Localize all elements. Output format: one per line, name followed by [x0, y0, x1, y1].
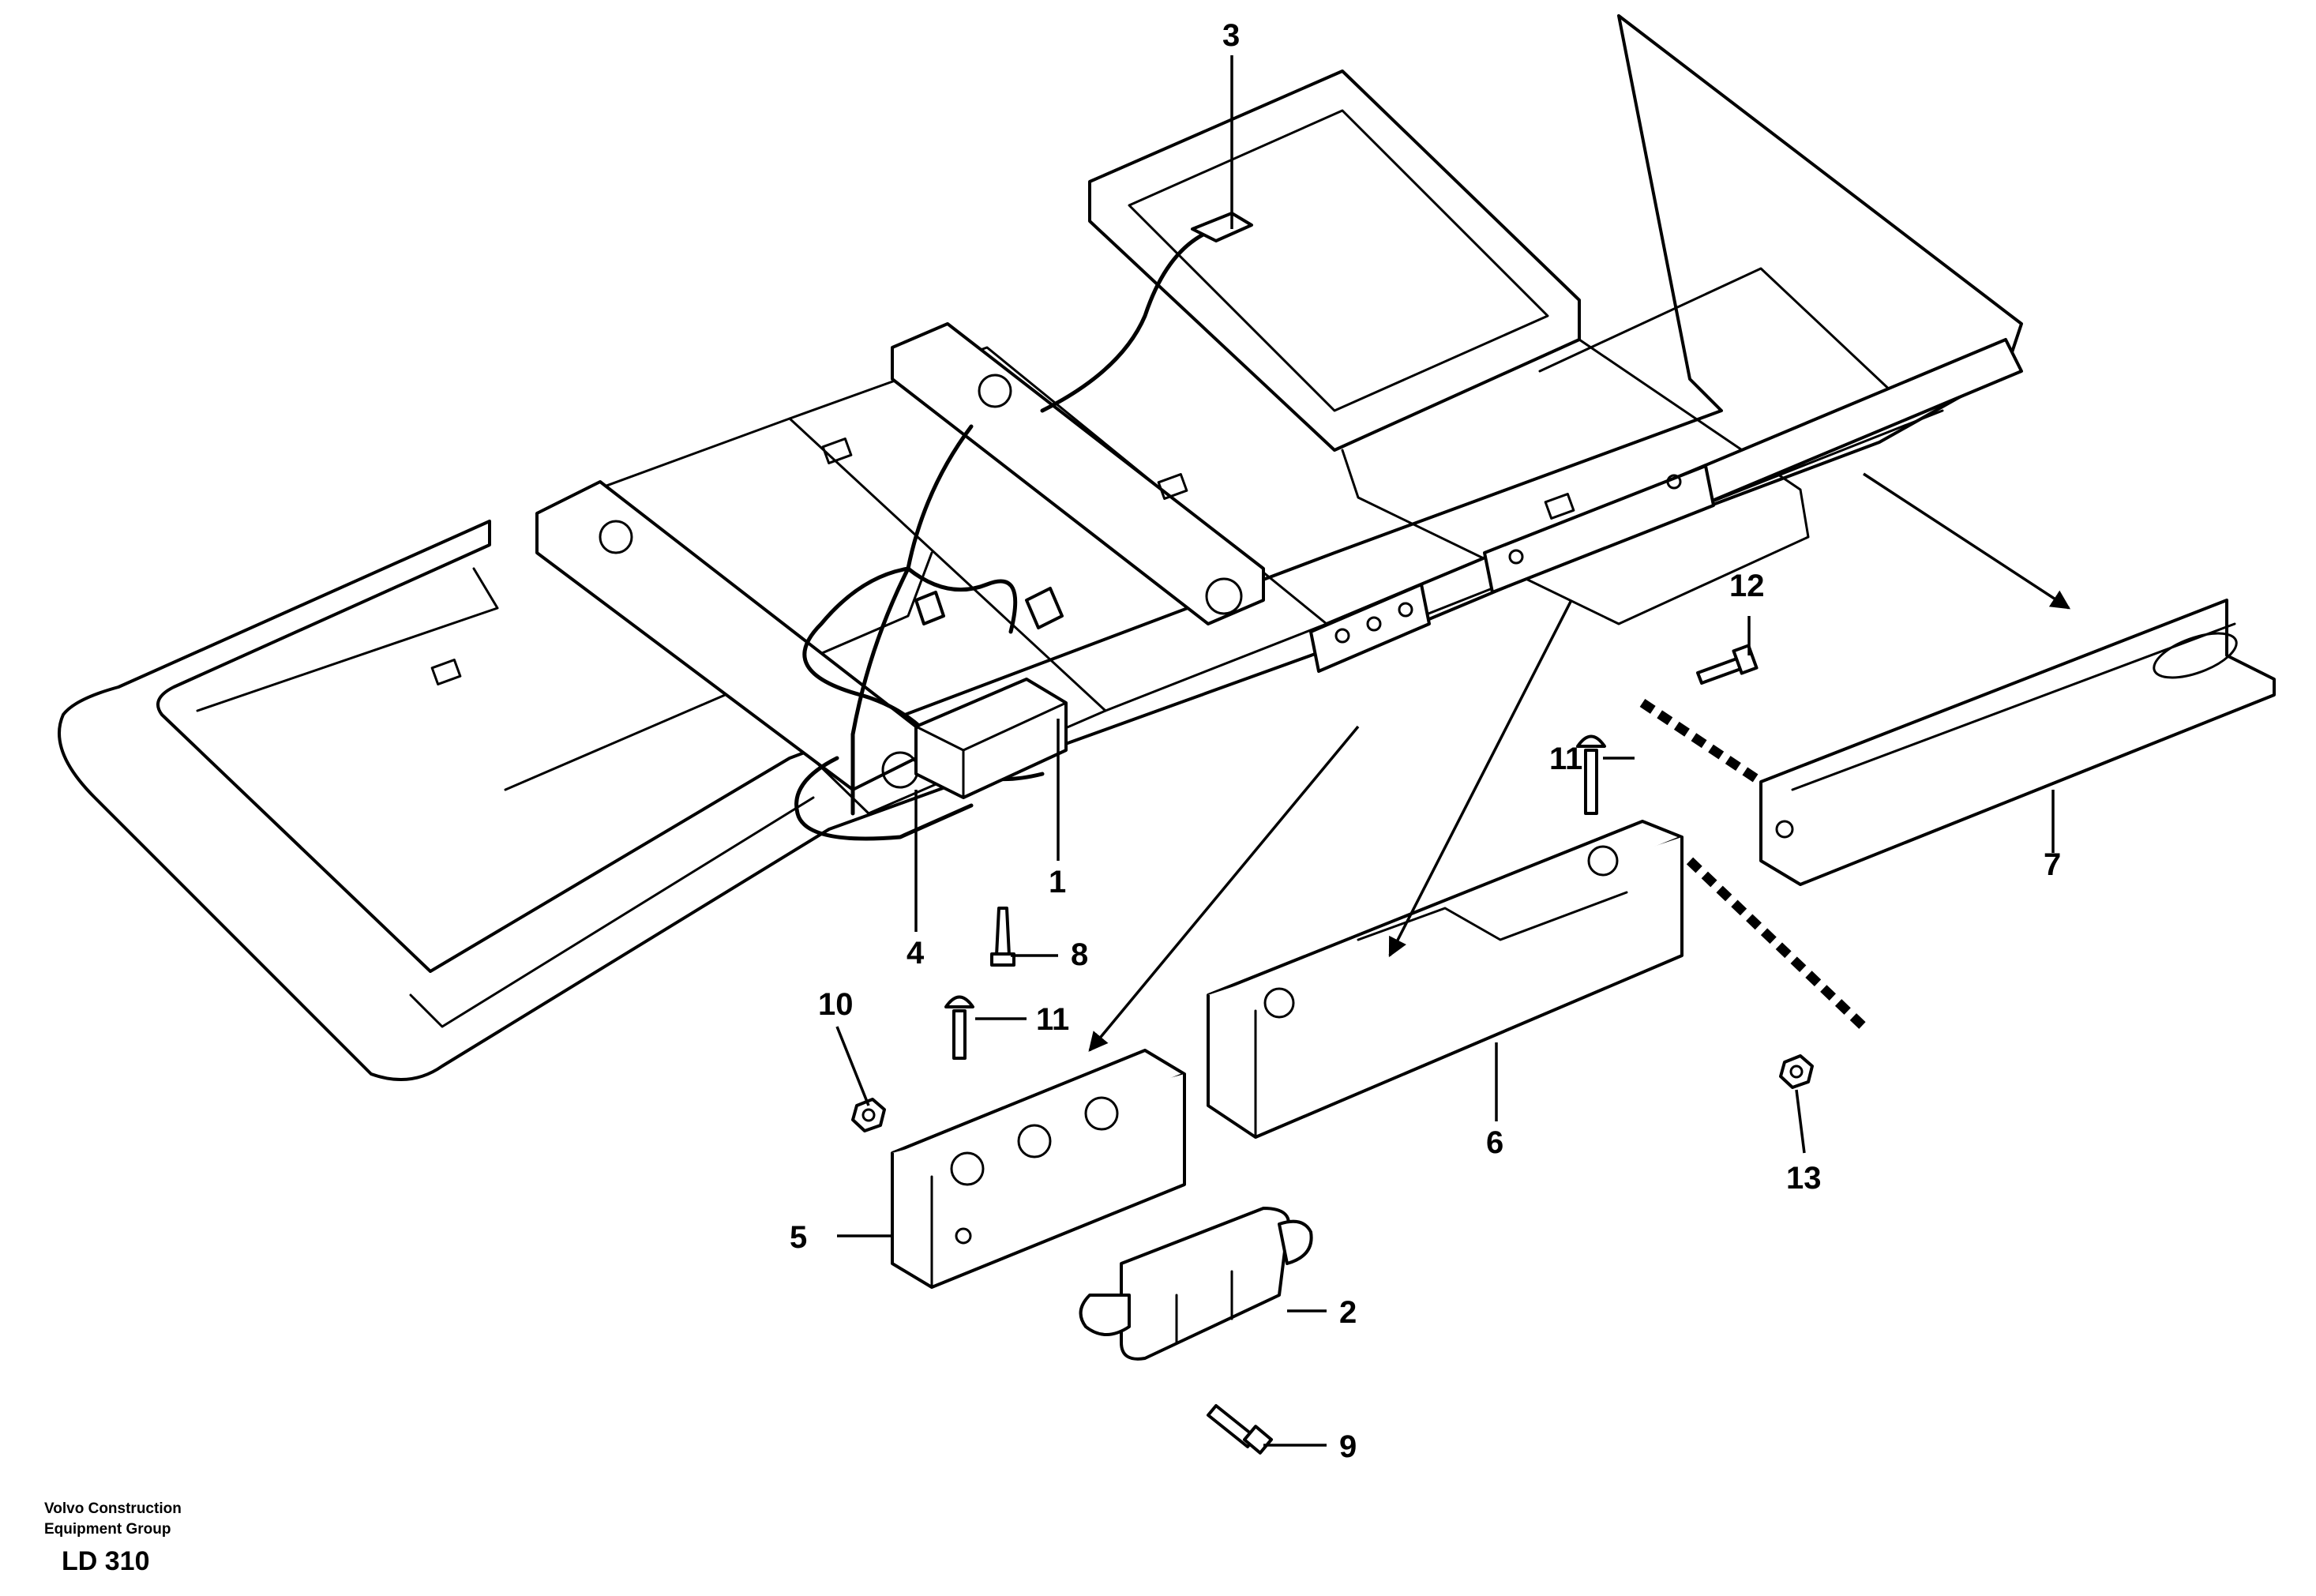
callout-2: 2 — [1339, 1295, 1357, 1330]
main-frame — [58, 14, 2023, 1082]
bolt-9 — [1207, 1404, 1257, 1448]
callout-labels: 3 1 4 8 10 11 5 2 9 6 11 12 7 13 — [790, 18, 2061, 1464]
drawing-code: LD 310 — [62, 1546, 150, 1576]
callout-6: 6 — [1486, 1125, 1503, 1160]
part-7-bracket — [1759, 599, 2276, 886]
wiring-harness — [794, 212, 1253, 841]
assembly-path-lines — [1639, 699, 1867, 1031]
callout-12: 12 — [1729, 569, 1765, 603]
nut-10 — [851, 1098, 886, 1132]
callout-13: 13 — [1786, 1161, 1822, 1196]
part-6-angle-bracket — [1207, 820, 1684, 1139]
bolt-8-head — [990, 952, 1015, 967]
callout-5: 5 — [790, 1220, 807, 1255]
callout-11-left: 11 — [1036, 1002, 1069, 1037]
bolt-11-left — [952, 1009, 967, 1060]
callout-8: 8 — [1071, 937, 1088, 972]
callout-1: 1 — [1049, 865, 1066, 899]
company-name-line-2: Equipment Group — [44, 1521, 171, 1538]
callout-3: 3 — [1222, 18, 1240, 53]
part-5-angle-bracket — [891, 1049, 1186, 1289]
bolt-11-right — [1584, 749, 1598, 815]
bolt-8 — [995, 907, 1011, 957]
callout-11-right: 11 — [1549, 742, 1582, 776]
fasteners — [851, 644, 1814, 1455]
callout-4: 4 — [907, 936, 925, 971]
callout-7: 7 — [2044, 847, 2061, 882]
frame-mounted-component — [914, 678, 1068, 799]
callout-9: 9 — [1339, 1429, 1357, 1464]
nut-13 — [1779, 1054, 1814, 1089]
part-2-connector-unit — [1079, 1207, 1313, 1361]
leader-lines — [835, 55, 2071, 1447]
callout-10: 10 — [818, 987, 854, 1022]
company-name-line-1: Volvo Construction — [44, 1500, 182, 1517]
